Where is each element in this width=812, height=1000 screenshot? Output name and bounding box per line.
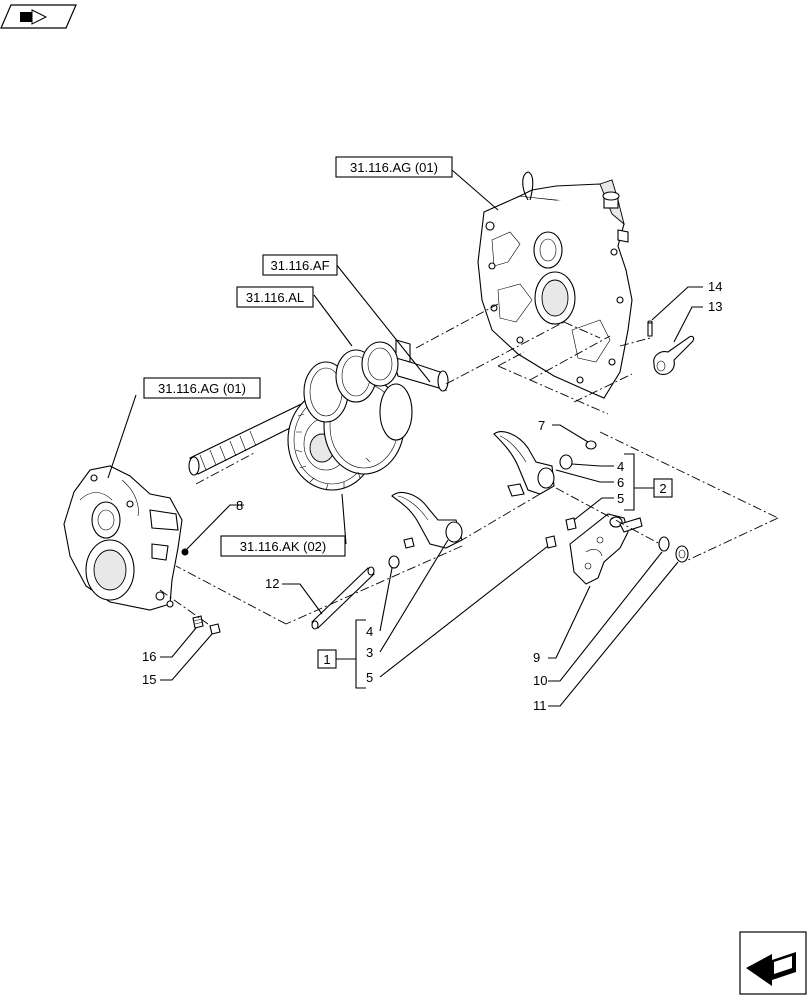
item-10: 10 (533, 673, 547, 688)
item-8: 8 (236, 498, 243, 513)
ref-box-ag-top[interactable]: 31.116.AG (01) (335, 156, 453, 178)
ref-box-ak[interactable]: 31.116.AK (02) (220, 535, 346, 557)
transmission-housing-rear (477, 171, 633, 399)
rod-part-12 (311, 566, 375, 630)
bush-part-11 (675, 545, 689, 563)
item-9: 9 (533, 650, 540, 665)
item-7: 7 (538, 418, 545, 433)
bush-part-4-right (559, 454, 573, 470)
ref-box-al[interactable]: 31.116.AL (236, 286, 314, 308)
item-16: 16 (142, 649, 156, 664)
plate-part-9 (569, 513, 643, 585)
item-4-right: 4 (617, 459, 624, 474)
svg-text:31.116.AG (01): 31.116.AG (01) (158, 381, 246, 396)
next-page-arrow-icon[interactable] (739, 931, 807, 995)
assembly-lines (159, 303, 779, 625)
transmission-housing-front (63, 465, 183, 611)
item-5-right: 5 (617, 491, 624, 506)
group-box-1: 1 (317, 649, 337, 669)
item-14: 14 (708, 279, 722, 294)
svg-text:2: 2 (659, 481, 666, 496)
spring-part-16 (192, 615, 204, 629)
pin-part-15 (209, 623, 221, 635)
svg-text:1: 1 (323, 652, 330, 667)
svg-text:31.116.AL: 31.116.AL (246, 290, 304, 305)
item-13: 13 (708, 299, 722, 314)
svg-text:31.116.AF: 31.116.AF (270, 258, 329, 273)
fork-part-3-right (493, 431, 555, 497)
item-3-left: 3 (366, 645, 373, 660)
ball-part-8 (181, 548, 189, 556)
item-4-left: 4 (366, 624, 373, 639)
item-12: 12 (265, 576, 279, 591)
item-5-left: 5 (366, 670, 373, 685)
pin-part-5-left (545, 535, 557, 549)
item-11: 11 (533, 698, 547, 713)
item-6: 6 (617, 475, 624, 490)
ring-part-7 (585, 440, 597, 450)
group-box-2: 2 (653, 478, 673, 498)
lever-part-13 (653, 335, 695, 375)
gear-shaft-assembly (188, 339, 449, 491)
ring-part-10 (658, 536, 670, 552)
pin-part-5-right (565, 517, 577, 531)
svg-text:31.116.AK (02): 31.116.AK (02) (240, 539, 326, 554)
item-15: 15 (142, 672, 156, 687)
pin-part-14 (647, 320, 653, 337)
svg-text:31.116.AG (01): 31.116.AG (01) (350, 160, 438, 175)
ref-box-ag-left[interactable]: 31.116.AG (01) (143, 377, 261, 399)
callout-lines (107, 169, 703, 707)
fork-part-3-left (391, 491, 463, 549)
ref-box-af[interactable]: 31.116.AF (262, 254, 338, 276)
book-arrow-icon[interactable] (0, 4, 77, 29)
bush-part-4-left (388, 555, 400, 569)
item-numbers: 14 13 7 4 6 5 8 12 4 3 5 9 10 11 16 15 (142, 279, 722, 713)
